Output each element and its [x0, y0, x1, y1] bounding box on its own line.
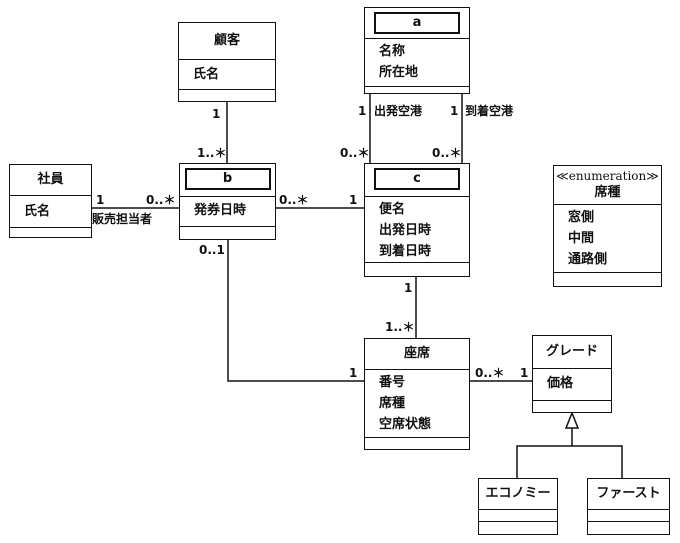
attr-zaseki-bangou: 番号	[365, 372, 469, 393]
class-b-header: b	[180, 164, 275, 196]
mult-zaseki-left-one: 1	[349, 366, 357, 380]
class-zaseki-name: 座席	[365, 339, 469, 369]
class-grade-name: グレード	[533, 336, 611, 368]
mult-c-right-many: 0..＊	[432, 146, 461, 160]
class-shain-attrs: 氏名	[10, 195, 91, 227]
mult-zaseki-top-many: 1..＊	[385, 320, 414, 334]
mult-a-right-one: 1	[450, 104, 458, 118]
mult-c-bottom-one: 1	[404, 281, 412, 295]
mult-b-top-many: 1..＊	[197, 146, 226, 160]
class-first: ファースト	[587, 478, 670, 535]
class-shain-name: 社員	[10, 165, 91, 195]
class-c-header: c	[365, 164, 469, 196]
class-shain: 社員 氏名	[9, 164, 92, 238]
class-zaseki-attrs: 番号 席種 空席状態	[365, 369, 469, 437]
attr-b-hakken-nichiji: 発券日時	[180, 200, 275, 221]
class-economy-attrs	[479, 509, 557, 521]
class-economy-name: エコノミー	[479, 479, 557, 509]
mult-kokyaku-one: 1	[212, 107, 220, 121]
enum-value-chukan: 中間	[554, 228, 661, 249]
attr-c-shuppatsu-nichiji: 出発日時	[365, 220, 469, 241]
enum-value-tsurogawa: 通路側	[554, 249, 661, 270]
class-first-name: ファースト	[588, 479, 669, 509]
class-zaseki: 座席 番号 席種 空席状態	[364, 338, 470, 450]
mult-b-left-many: 0..＊	[146, 193, 175, 207]
class-a-attrs: 名称 所在地	[365, 38, 469, 86]
class-economy-ops	[479, 521, 557, 533]
class-kokyaku-ops	[179, 89, 275, 101]
class-b-attrs: 発券日時	[180, 196, 275, 226]
enum-seki-ops	[554, 272, 661, 284]
class-shain-ops	[10, 227, 91, 236]
enum-seki-stereotype: ≪enumeration≫	[554, 169, 661, 184]
attr-a-meisho: 名称	[365, 41, 469, 62]
class-kokyaku: 顧客 氏名	[178, 22, 276, 102]
class-a-ops	[365, 86, 469, 92]
attr-c-touchaku-nichiji: 到着日時	[365, 241, 469, 262]
generalization-arrowhead	[566, 413, 578, 428]
mult-b-bottom: 0..1	[199, 243, 225, 257]
role-shuppatsu-kuukou: 出発空港	[374, 104, 422, 118]
mult-grade-left-one: 1	[520, 366, 528, 380]
class-first-attrs	[588, 509, 669, 521]
class-c: c 便名 出発日時 到着日時	[364, 163, 470, 277]
attr-shain-shimei: 氏名	[10, 201, 91, 222]
assoc-b-zaseki	[228, 240, 364, 381]
class-grade: グレード 価格	[532, 335, 612, 413]
enum-seki: ≪enumeration≫ 席種 窓側 中間 通路側	[553, 165, 662, 287]
class-c-ops	[365, 262, 469, 275]
mult-a-left-one: 1	[358, 104, 366, 118]
class-kokyaku-name: 顧客	[179, 23, 275, 59]
class-zaseki-ops	[365, 437, 469, 448]
generalization-economy	[517, 446, 622, 478]
class-a-name: a	[374, 12, 460, 34]
class-b-ops	[180, 226, 275, 238]
attr-a-shozaichi: 所在地	[365, 62, 469, 83]
mult-c-left-many: 0..＊	[340, 146, 369, 160]
mult-c-left-one: 1	[349, 193, 357, 207]
class-b: b 発券日時	[179, 163, 276, 240]
enum-value-madogawa: 窓側	[554, 207, 661, 228]
role-hanbai-tantousha: 販売担当者	[92, 212, 152, 226]
enum-seki-values: 窓側 中間 通路側	[554, 204, 661, 272]
class-economy: エコノミー	[478, 478, 558, 535]
class-a-header: a	[365, 8, 469, 38]
attr-kokyaku-shimei: 氏名	[179, 64, 275, 85]
enum-seki-header: ≪enumeration≫ 席種	[554, 166, 661, 204]
class-a: a 名称 所在地	[364, 7, 470, 94]
class-grade-attrs: 価格	[533, 368, 611, 400]
class-c-attrs: 便名 出発日時 到着日時	[365, 196, 469, 262]
attr-grade-kakaku: 価格	[533, 373, 611, 394]
role-touchaku-kuukou: 到着空港	[465, 104, 513, 118]
class-kokyaku-attrs: 氏名	[179, 59, 275, 89]
mult-zaseki-right-many: 0..＊	[475, 366, 504, 380]
mult-shain-one: 1	[96, 193, 104, 207]
class-grade-ops	[533, 400, 611, 411]
class-c-name: c	[374, 168, 460, 190]
attr-zaseki-kuuseki: 空席状態	[365, 414, 469, 435]
attr-zaseki-sekishu: 席種	[365, 393, 469, 414]
attr-c-binmei: 便名	[365, 199, 469, 220]
class-first-ops	[588, 521, 669, 533]
class-b-name: b	[185, 168, 271, 190]
enum-seki-name: 席種	[594, 185, 620, 200]
mult-b-right-many: 0..＊	[279, 193, 308, 207]
